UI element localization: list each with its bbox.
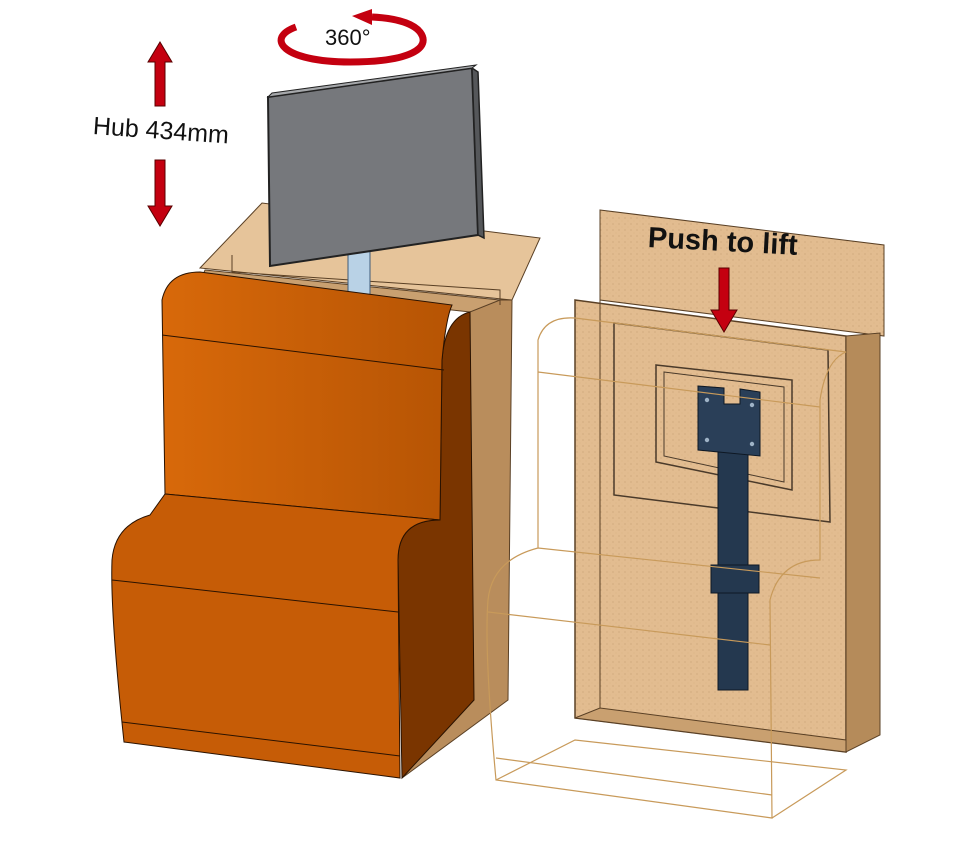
vesa-bracket xyxy=(697,385,761,457)
right-side-wall xyxy=(845,332,881,753)
monitor-pole xyxy=(347,249,371,299)
back-board xyxy=(599,209,885,337)
down-arrow-icon xyxy=(710,267,738,333)
inner-panel xyxy=(574,299,847,753)
right-cabinet xyxy=(486,209,885,819)
monitor xyxy=(266,64,485,268)
rotation-label: 360° xyxy=(325,25,371,50)
double-vertical-arrow-icon xyxy=(147,41,173,227)
circular-rotation-arrow-icon xyxy=(277,9,427,66)
left-cushion xyxy=(111,271,475,780)
